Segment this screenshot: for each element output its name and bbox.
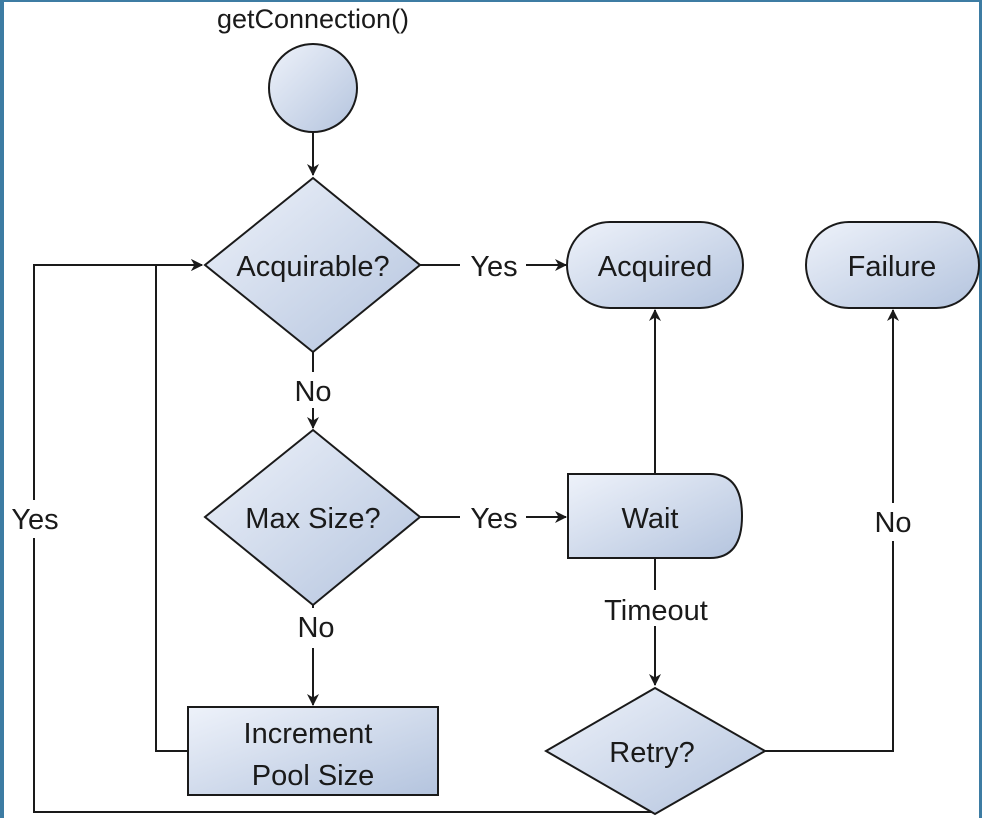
edge-label-retry-no: No [874, 507, 911, 539]
decision-acquirable: Acquirable? [203, 176, 422, 354]
edge-label-acquirable-yes: Yes [470, 251, 517, 283]
terminal-failure-label: Failure [848, 251, 937, 283]
edge-label-bg [460, 500, 526, 534]
process-wait: Wait [567, 473, 744, 559]
edge-label-acquirable-no: No [294, 376, 331, 408]
decision-max-size-label: Max Size? [245, 503, 380, 535]
terminal-acquired: Acquired [566, 221, 744, 309]
decision-retry-label: Retry? [609, 737, 694, 769]
edge-label-wait-timeout: Timeout [604, 595, 708, 627]
edge-label-bg [290, 608, 342, 648]
process-wait-label: Wait [622, 503, 679, 535]
process-increment-pool-size: Increment Pool Size [187, 706, 439, 796]
edge-label-max-size-no: No [297, 612, 334, 644]
edge-increment-loop [155, 259, 203, 752]
edge-label-bg [460, 248, 526, 282]
start-node [268, 43, 358, 133]
decision-retry: Retry? [544, 686, 768, 816]
edge-label-bg [288, 372, 338, 408]
terminal-acquired-label: Acquired [598, 251, 712, 283]
process-increment-label-line1: Increment [244, 718, 373, 750]
decision-acquirable-label: Acquirable? [236, 251, 389, 283]
process-increment-label-line2: Pool Size [252, 760, 375, 792]
edge-retry-no [765, 309, 899, 752]
decision-max-size: Max Size? [203, 428, 422, 607]
edge-retry-yes [33, 259, 655, 813]
start-label: getConnection() [217, 4, 409, 34]
edge-label-retry-yes: Yes [11, 504, 58, 536]
edge-label-max-size-yes: Yes [470, 503, 517, 535]
edge-label-bg [866, 503, 922, 541]
connectors [33, 133, 899, 813]
edge-label-bg [6, 500, 66, 538]
terminal-failure: Failure [805, 221, 980, 309]
edge-label-bg [592, 590, 720, 626]
